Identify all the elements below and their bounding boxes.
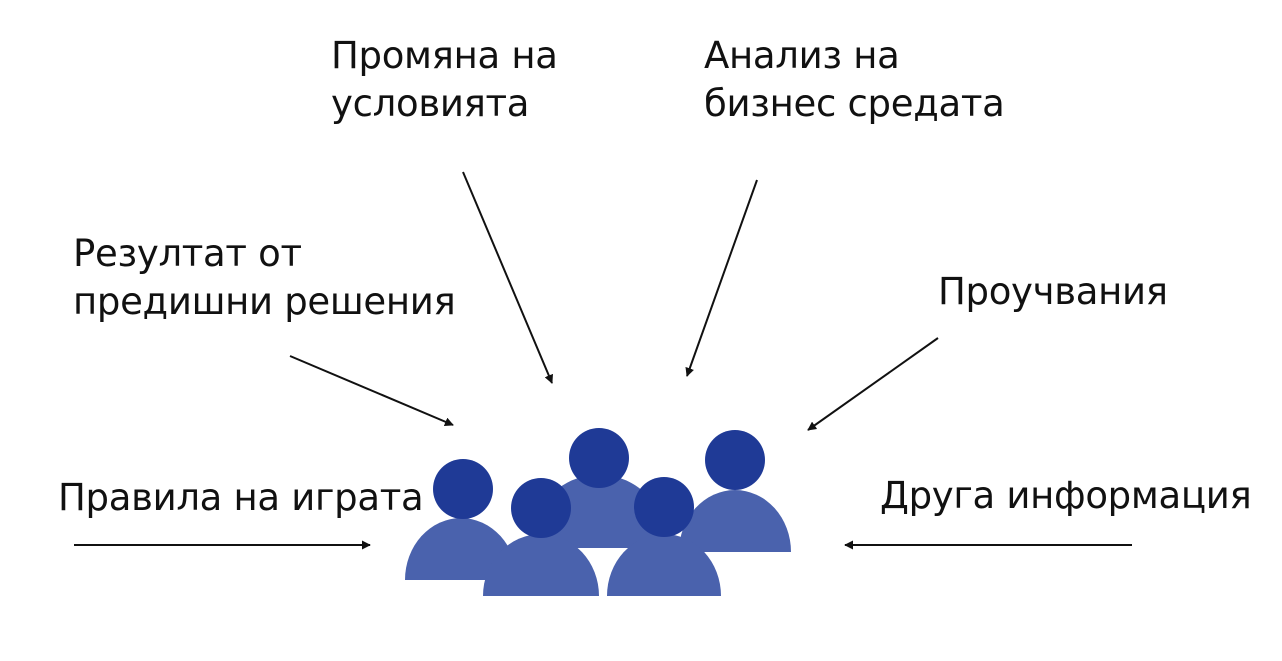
label-line: Анализ на	[704, 34, 900, 77]
label-previous-results: Резултат от предишни решения	[73, 230, 456, 326]
label-line: Правила на играта	[58, 476, 424, 519]
label-lessons: Проучвания	[938, 268, 1168, 316]
label-game-rules: Правила на играта	[58, 474, 424, 522]
arrow-change-conditions	[462, 171, 553, 384]
people-group-icon	[405, 428, 791, 596]
arrow-lessons	[807, 337, 939, 431]
label-line: Проучвания	[938, 270, 1168, 313]
label-other-info: Друга информация	[880, 472, 1252, 520]
arrow-business-analysis	[685, 179, 758, 377]
arrow-previous-results	[289, 355, 454, 426]
label-change-conditions: Промяна на условията	[331, 32, 558, 128]
label-line: Промяна на	[331, 34, 558, 77]
label-line: бизнес средата	[704, 82, 1005, 125]
label-line: Друга информация	[880, 474, 1252, 517]
label-line: Резултат от	[73, 232, 302, 275]
label-line: условията	[331, 82, 530, 125]
label-line: предишни решения	[73, 280, 456, 323]
label-business-analysis: Анализ на бизнес средата	[704, 32, 1005, 128]
